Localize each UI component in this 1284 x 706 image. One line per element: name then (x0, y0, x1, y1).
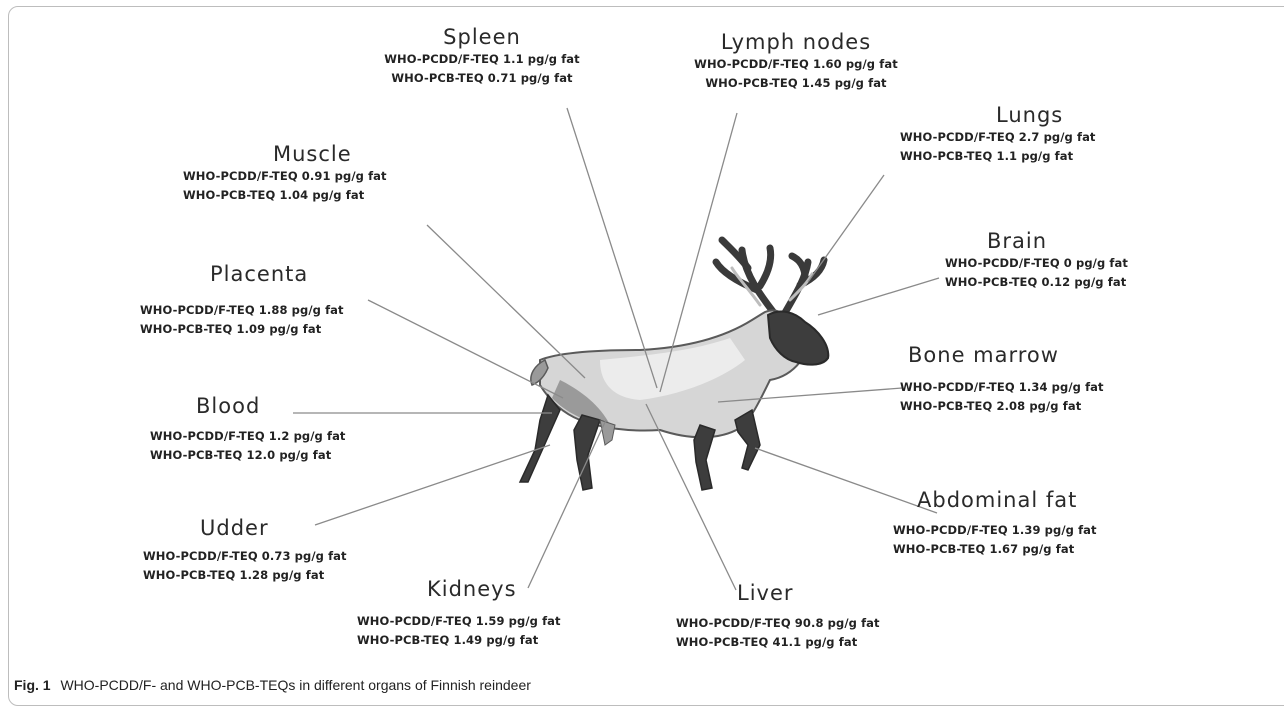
pcb-value-lymph-nodes: WHO-PCB-TEQ 1.45 pg/g fat (660, 74, 932, 93)
figure-caption-text: WHO-PCDD/F- and WHO-PCB-TEQs in differen… (60, 677, 530, 693)
organ-name-lymph-nodes: Lymph nodes (660, 29, 932, 55)
pcdd-value-spleen: WHO-PCDD/F-TEQ 1.1 pg/g fat (362, 50, 602, 69)
pcb-value-liver: WHO-PCB-TEQ 41.1 pg/g fat (676, 633, 880, 652)
pcdd-value-bone-marrow: WHO-PCDD/F-TEQ 1.34 pg/g fat (900, 378, 1104, 397)
pcdd-value-brain: WHO-PCDD/F-TEQ 0 pg/g fat (945, 254, 1128, 273)
organ-label-spleen: Spleen WHO-PCDD/F-TEQ 1.1 pg/g fat WHO-P… (362, 24, 602, 88)
organ-label-brain: Brain WHO-PCDD/F-TEQ 0 pg/g fat WHO-PCB-… (945, 228, 1128, 292)
organ-label-muscle: Muscle WHO-PCDD/F-TEQ 0.91 pg/g fat WHO-… (183, 141, 387, 205)
leader-lines (293, 108, 939, 590)
organ-label-kidneys: Kidneys WHO-PCDD/F-TEQ 1.59 pg/g fat WHO… (357, 576, 561, 650)
organ-name-liver: Liver (737, 580, 880, 606)
pcb-value-blood: WHO-PCB-TEQ 12.0 pg/g fat (150, 446, 346, 465)
pcb-value-brain: WHO-PCB-TEQ 0.12 pg/g fat (945, 273, 1128, 292)
pcdd-value-placenta: WHO-PCDD/F-TEQ 1.88 pg/g fat (140, 301, 344, 320)
pcb-value-abdominal-fat: WHO-PCB-TEQ 1.67 pg/g fat (893, 540, 1097, 559)
organ-label-placenta: Placenta WHO-PCDD/F-TEQ 1.88 pg/g fat WH… (140, 261, 344, 339)
organ-name-blood: Blood (196, 393, 346, 419)
organ-name-abdominal-fat: Abdominal fat (917, 487, 1097, 513)
pcb-value-udder: WHO-PCB-TEQ 1.28 pg/g fat (143, 566, 347, 585)
organ-label-liver: Liver WHO-PCDD/F-TEQ 90.8 pg/g fat WHO-P… (676, 580, 880, 652)
pcb-value-muscle: WHO-PCB-TEQ 1.04 pg/g fat (183, 186, 387, 205)
organ-label-udder: Udder WHO-PCDD/F-TEQ 0.73 pg/g fat WHO-P… (143, 515, 347, 585)
organ-name-placenta: Placenta (210, 261, 344, 287)
organ-label-blood: Blood WHO-PCDD/F-TEQ 1.2 pg/g fat WHO-PC… (150, 393, 346, 465)
figure-number: Fig. 1 (14, 677, 51, 693)
pcb-value-kidneys: WHO-PCB-TEQ 1.49 pg/g fat (357, 631, 561, 650)
pcdd-value-lungs: WHO-PCDD/F-TEQ 2.7 pg/g fat (900, 128, 1096, 147)
pcb-value-spleen: WHO-PCB-TEQ 0.71 pg/g fat (362, 69, 602, 88)
organ-label-lymph-nodes: Lymph nodes WHO-PCDD/F-TEQ 1.60 pg/g fat… (660, 29, 932, 93)
pcdd-value-muscle: WHO-PCDD/F-TEQ 0.91 pg/g fat (183, 167, 387, 186)
organ-name-muscle: Muscle (273, 141, 387, 167)
organ-name-lungs: Lungs (996, 102, 1096, 128)
reindeer-illustration (520, 240, 828, 490)
pcb-value-bone-marrow: WHO-PCB-TEQ 2.08 pg/g fat (900, 397, 1104, 416)
pcdd-value-abdominal-fat: WHO-PCDD/F-TEQ 1.39 pg/g fat (893, 521, 1097, 540)
organ-name-brain: Brain (987, 228, 1128, 254)
pcdd-value-udder: WHO-PCDD/F-TEQ 0.73 pg/g fat (143, 547, 347, 566)
pcdd-value-kidneys: WHO-PCDD/F-TEQ 1.59 pg/g fat (357, 612, 561, 631)
organ-name-spleen: Spleen (362, 24, 602, 50)
pcb-value-placenta: WHO-PCB-TEQ 1.09 pg/g fat (140, 320, 344, 339)
pcb-value-lungs: WHO-PCB-TEQ 1.1 pg/g fat (900, 147, 1096, 166)
pcdd-value-liver: WHO-PCDD/F-TEQ 90.8 pg/g fat (676, 614, 880, 633)
organ-name-kidneys: Kidneys (427, 576, 561, 602)
pcdd-value-lymph-nodes: WHO-PCDD/F-TEQ 1.60 pg/g fat (660, 55, 932, 74)
organ-name-udder: Udder (200, 515, 347, 541)
figure-caption: Fig. 1 WHO-PCDD/F- and WHO-PCB-TEQs in d… (14, 677, 531, 693)
pcdd-value-blood: WHO-PCDD/F-TEQ 1.2 pg/g fat (150, 427, 346, 446)
organ-name-bone-marrow: Bone marrow (908, 342, 1104, 368)
organ-label-bone-marrow: Bone marrow WHO-PCDD/F-TEQ 1.34 pg/g fat… (900, 342, 1104, 416)
organ-label-abdominal-fat: Abdominal fat WHO-PCDD/F-TEQ 1.39 pg/g f… (893, 487, 1097, 559)
organ-label-lungs: Lungs WHO-PCDD/F-TEQ 2.7 pg/g fat WHO-PC… (900, 102, 1096, 166)
